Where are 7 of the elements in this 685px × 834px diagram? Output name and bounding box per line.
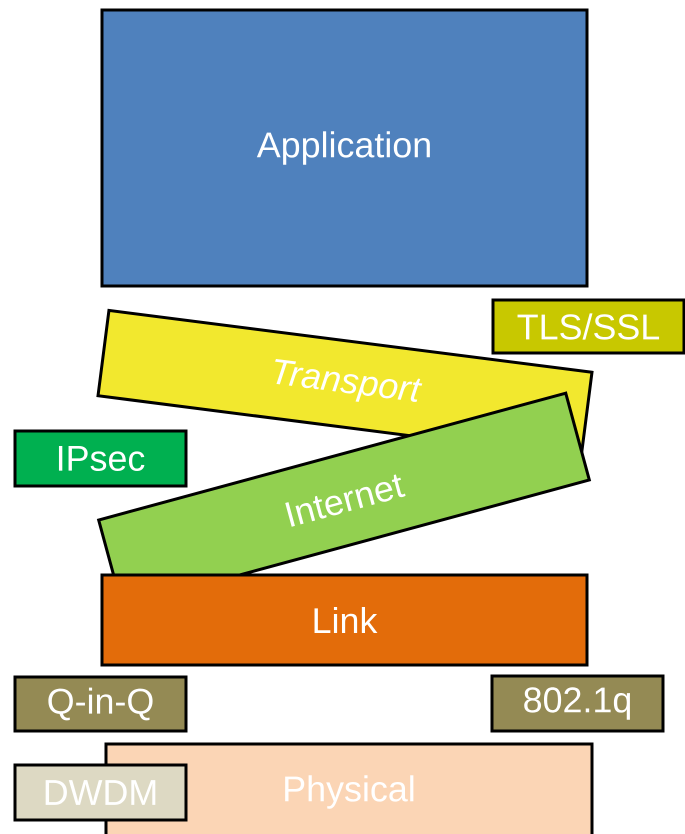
protocol-box: 802.1q bbox=[490, 674, 664, 732]
layer-box: Application bbox=[100, 8, 588, 288]
layer-box: Link bbox=[100, 574, 588, 666]
protocol-box: IPsec bbox=[14, 430, 188, 488]
protocol-box: DWDM bbox=[14, 764, 188, 822]
protocol-box: Q-in-Q bbox=[14, 676, 188, 732]
protocol-box: TLS/SSL bbox=[492, 298, 685, 354]
